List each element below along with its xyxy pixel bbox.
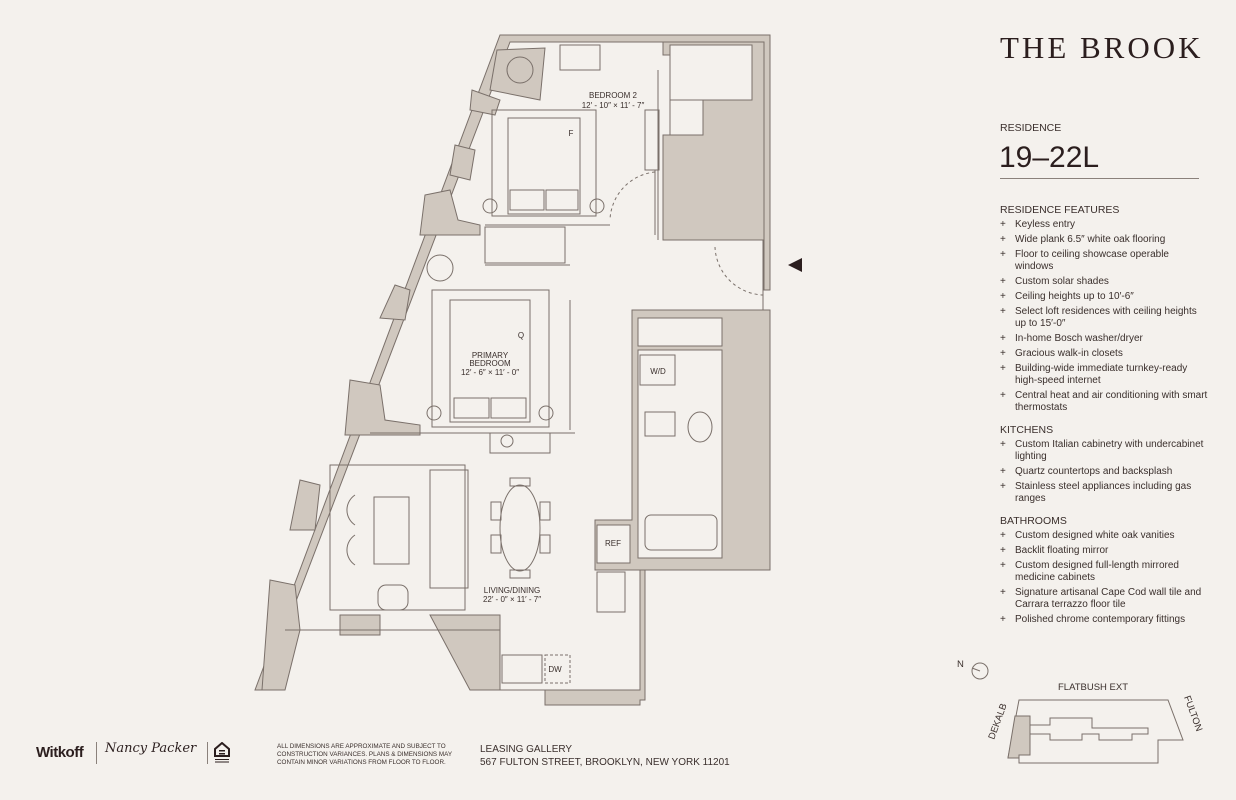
bed-size-label: F [569,129,574,138]
street-flatbush: FLATBUSH EXT [1058,682,1128,693]
residence-label: RESIDENCE [1000,122,1062,134]
disclaimer: ALL DIMENSIONS ARE APPROXIMATE AND SUBJE… [277,743,452,766]
residence-number: 19–22L [999,141,1100,174]
features-section-title: KITCHENS [1000,424,1054,436]
lounge-chairs [346,494,356,566]
bedroom2-dims: 12′ - 10″ × 11′ - 7″ [582,101,645,110]
features-section-list: Custom designed white oak vanitiesBackli… [1000,530,1210,626]
primary-name-2: BEDROOM [469,359,511,368]
wardrobe [644,109,660,171]
feature-item: Gracious walk-in closets [1000,348,1210,360]
divider [96,742,97,764]
bedroom2-rug [491,109,597,217]
features-section-title: RESIDENCE FEATURES [1000,204,1120,216]
nancy-packer-signature: Nancy Packer [105,741,197,756]
divider [207,742,208,764]
equal-housing-icon [214,742,230,763]
features-list: RESIDENCE FEATURES Keyless entryWide plan… [1000,204,1210,636]
wd-label: W/D [650,367,666,376]
bedroom2-name: BEDROOM 2 [589,91,638,100]
key-plan: N FLATBUSH EXT DEKALB FULTON [957,659,1204,764]
street-fulton: FULTON [1181,694,1204,733]
living-dims: 22′ - 0″ × 11′ - 7″ [483,595,541,604]
primary-name-1: PRIMARY [472,351,509,360]
sink [644,411,676,437]
entry-arrow-icon [788,258,802,272]
feature-item: Ceiling heights up to 10′-6″ [1000,291,1210,303]
feature-item: Custom Italian cabinetry with undercabin… [1000,439,1210,463]
dresser [559,44,601,71]
primary-rug [431,289,550,428]
feature-item: Custom solar shades [1000,276,1210,288]
dishwasher [544,654,571,684]
lamp-icon [482,198,498,214]
feature-item: Select loft residences with ceiling heig… [1000,306,1210,330]
feature-item: Stainless steel appliances including gas… [1000,481,1210,505]
feature-item: Keyless entry [1000,219,1210,231]
kitchen-sink [501,654,543,684]
feature-item: Building-wide immediate turnkey-ready hi… [1000,363,1210,387]
ref-label: REF [605,539,621,548]
features-section-list: Keyless entryWide plank 6.5″ white oak f… [1000,219,1210,414]
bedroom2-door-swing [609,171,656,221]
feature-item: In-home Bosch washer/dryer [1000,333,1210,345]
feature-item: Central heat and air conditioning with s… [1000,390,1210,414]
coffee-table [373,496,410,565]
dining-table [499,484,541,572]
living-name: LIVING/DINING [484,586,540,595]
brand-title: THE BROOK [1000,30,1204,65]
feature-item: Quartz countertops and backsplash [1000,466,1210,478]
feature-item: Custom designed full-length mirrored med… [1000,560,1210,584]
lamp-icon [426,405,442,421]
armchair [426,254,454,282]
bed-size-label: Q [518,331,524,340]
leasing-gallery: LEASING GALLERY 567 FULTON STREET, BROOK… [480,743,730,769]
features-section-title: BATHROOMS [1000,515,1067,527]
range [596,571,626,613]
washer-dryer [639,354,676,386]
outlet-icon [500,434,514,448]
gallery-address: 567 FULTON STREET, BROOKLYN, NEW YORK 11… [480,757,730,768]
primary-bed [449,299,531,423]
primary-dims: 12′ - 6″ × 11′ - 0″ [461,368,519,377]
sofa [429,469,469,589]
features-section-list: Custom Italian cabinetry with undercabin… [1000,439,1210,505]
refrigerator [596,524,631,564]
feature-item: Floor to ceiling showcase operable windo… [1000,249,1210,273]
north-label: N [957,659,964,670]
entry-door-swing [714,246,764,296]
street-dekalb: DEKALB [986,702,1009,741]
feature-item: Polished chrome contemporary fittings [1000,614,1210,626]
toilet [687,411,713,443]
armchair [377,584,409,611]
lamp-icon [538,405,554,421]
bathtub [644,514,718,551]
compass-icon [971,662,989,680]
witkoff-logo: Witkoff [36,744,84,761]
dw-label: DW [548,665,562,674]
feature-item: Wide plank 6.5″ white oak flooring [1000,234,1210,246]
divider [1000,178,1199,179]
lamp-icon [589,198,605,214]
bedroom2-bed [507,117,581,215]
feature-item: Backlit floating mirror [1000,545,1210,557]
gallery-title: LEASING GALLERY [480,744,573,755]
closet [484,226,566,264]
feature-item: Custom designed white oak vanities [1000,530,1210,542]
feature-item: Signature artisanal Cape Cod wall tile a… [1000,587,1210,611]
armchair [506,56,534,84]
